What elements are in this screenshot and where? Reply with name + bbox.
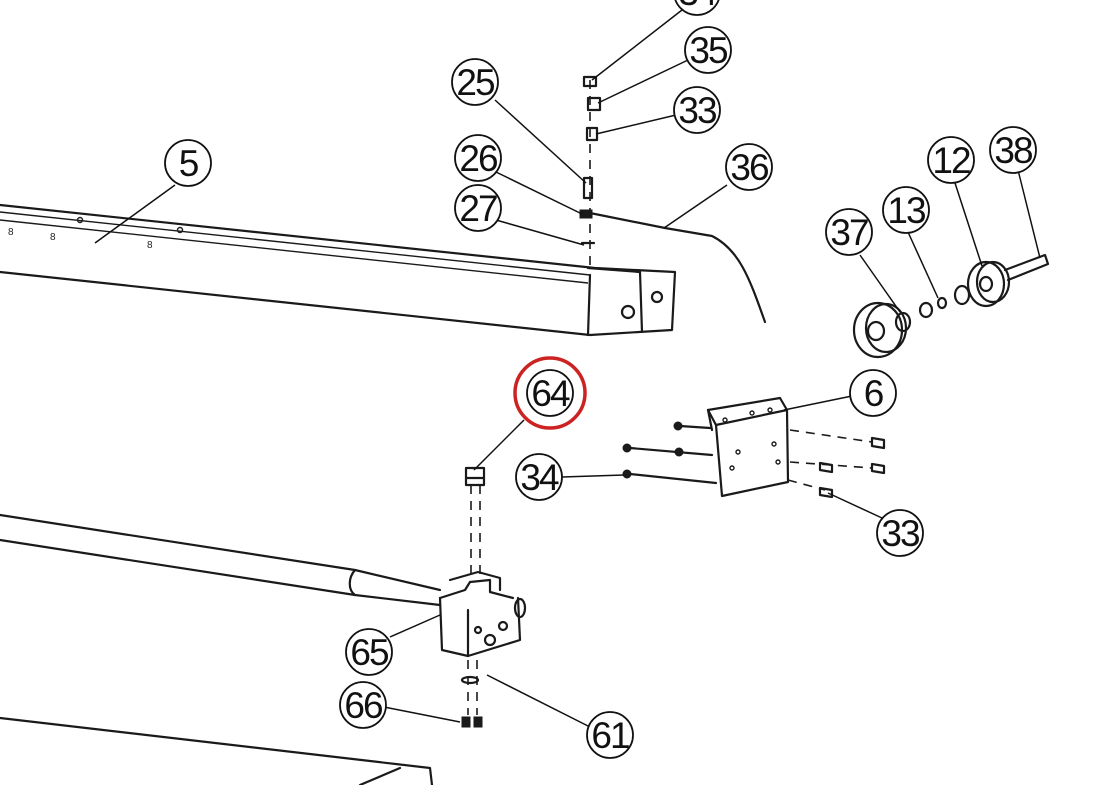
- svg-text:13: 13: [887, 190, 925, 231]
- callout-64: 64: [513, 356, 587, 430]
- svg-text:12: 12: [932, 140, 970, 181]
- callout-27: 27: [454, 184, 502, 232]
- svg-text:8: 8: [50, 232, 56, 243]
- callout-34: 34: [515, 453, 563, 501]
- callout-25: 25: [451, 58, 499, 106]
- rail-part-5: 8 8 8: [0, 203, 677, 337]
- svg-text:8: 8: [147, 240, 153, 251]
- wire-part-36: [583, 210, 767, 324]
- callout-66: 66: [339, 681, 387, 729]
- callout-6: 6: [849, 369, 897, 417]
- callout-26: 26: [454, 134, 502, 182]
- svg-text:66: 66: [344, 685, 382, 726]
- svg-text:37: 37: [830, 212, 868, 253]
- callout-5: 5: [164, 139, 212, 187]
- svg-text:5: 5: [179, 143, 199, 184]
- tube-block-part-65: [0, 466, 527, 728]
- highlight-ring: [513, 356, 587, 430]
- svg-text:27: 27: [459, 188, 497, 229]
- svg-text:64: 64: [531, 373, 570, 414]
- callout-61: 61: [586, 711, 634, 759]
- callout-33-top: 33: [673, 86, 721, 134]
- bracket-part-6: [622, 396, 886, 499]
- svg-text:38: 38: [994, 130, 1032, 171]
- svg-text:61: 61: [591, 715, 629, 756]
- svg-text:36: 36: [730, 147, 768, 188]
- callout-37: 37: [825, 208, 873, 256]
- leader-lines: [94, 9, 1041, 728]
- svg-text:33: 33: [678, 90, 716, 131]
- svg-text:6: 6: [864, 373, 883, 414]
- callout-38: 38: [989, 126, 1037, 174]
- callout-65: 65: [345, 628, 393, 676]
- svg-text:8: 8: [8, 227, 14, 238]
- top-fastener-stack: [579, 75, 602, 270]
- svg-text:65: 65: [350, 632, 389, 673]
- callout-12: 12: [927, 136, 975, 184]
- svg-text:34: 34: [520, 457, 559, 498]
- callout-33: 33: [876, 509, 924, 557]
- callout-34-top: 34: [674, 0, 720, 16]
- callout-13: 13: [882, 186, 930, 234]
- lower-frame: [0, 716, 434, 785]
- svg-text:34: 34: [678, 0, 717, 13]
- svg-text:33: 33: [881, 513, 919, 554]
- callout-35: 35: [684, 26, 732, 74]
- svg-text:26: 26: [459, 138, 497, 179]
- callout-36: 36: [725, 143, 773, 191]
- wheel-assembly: [852, 253, 1050, 359]
- svg-text:25: 25: [456, 62, 495, 103]
- svg-text:35: 35: [689, 30, 728, 71]
